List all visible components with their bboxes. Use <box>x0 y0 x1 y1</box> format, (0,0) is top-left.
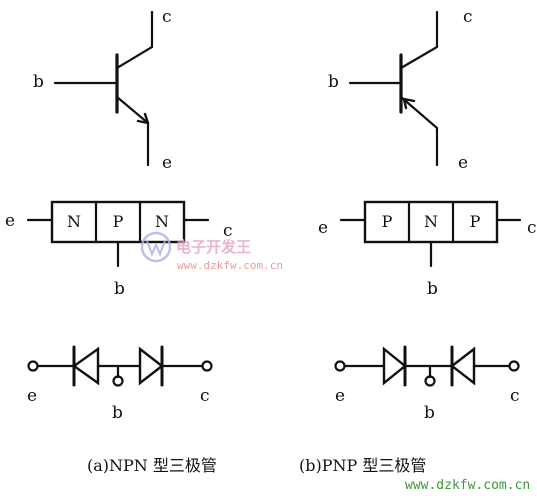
npn-diode-b-terminal <box>112 375 124 387</box>
pnp-diode2-triangle <box>450 346 476 386</box>
npn-diode2-triangle <box>138 346 164 386</box>
npn-block-b-label: b <box>114 279 125 299</box>
npn-block-p-label: P <box>113 212 124 231</box>
pnp-emitter-arrow <box>402 97 416 110</box>
npn-diode-e-terminal <box>27 360 39 372</box>
npn-block-n1-label: N <box>67 212 81 231</box>
npn-symbol-c-label: c <box>162 7 172 27</box>
npn-block-e-label: e <box>5 211 15 231</box>
npn-diode-model <box>27 345 213 387</box>
npn-symbol-e-label: e <box>162 153 172 173</box>
npn-caption: (a)NPN 型三极管 <box>87 456 217 475</box>
pnp-diode1-triangle <box>382 346 407 386</box>
npn-collector-lead <box>115 10 154 70</box>
npn-block <box>26 200 210 268</box>
pnp-block-c-label: c <box>527 218 537 238</box>
pnp-collector-lead <box>399 10 439 70</box>
pnp-block <box>339 200 522 268</box>
pnp-block-p2-label: P <box>470 212 481 231</box>
pnp-diode-e-terminal <box>334 360 346 372</box>
pnp-symbol-b-label: b <box>328 72 339 92</box>
pnp-emitter-lead <box>399 95 439 167</box>
npn-diode-c-label: c <box>200 386 210 406</box>
npn-symbol <box>53 10 154 167</box>
pnp-block-n-label: N <box>424 212 438 231</box>
npn-diode1-triangle <box>71 346 100 386</box>
pnp-diode-model <box>334 345 520 387</box>
pnp-block-p1-label: P <box>382 212 393 231</box>
npn-diode-e-label: e <box>27 386 37 406</box>
npn-block-c-label: c <box>223 221 233 241</box>
pnp-block-b-label: b <box>427 279 438 299</box>
watermark: 电子开发王 www.dzkfw.com.cn <box>140 231 283 272</box>
watermark-url-center: www.dzkfw.com.cn <box>177 259 283 272</box>
pnp-diode-c-terminal <box>508 360 520 372</box>
pnp-caption: (b)PNP 型三极管 <box>299 456 426 475</box>
npn-emitter-arrow <box>136 112 150 125</box>
npn-symbol-b-label: b <box>33 72 44 92</box>
pnp-diode-e-label: e <box>335 386 345 406</box>
pnp-diode-b-label: b <box>424 403 435 423</box>
npn-diode-c-terminal <box>201 360 213 372</box>
pnp-diode-b-terminal <box>424 375 436 387</box>
pnp-symbol-e-label: e <box>458 153 468 173</box>
watermark-logo-text: 电子开发王 <box>176 238 251 256</box>
pnp-block-e-label: e <box>318 218 328 238</box>
npn-emitter-lead <box>115 95 150 167</box>
pnp-diode-c-label: c <box>510 386 520 406</box>
labels: c b e c b e N P N e c b P N P e c b e b … <box>5 7 537 475</box>
watermark-logo-icon <box>140 231 172 263</box>
pnp-symbol <box>348 10 439 167</box>
npn-diode-b-label: b <box>112 403 123 423</box>
pnp-symbol-c-label: c <box>463 7 473 27</box>
npn-block-n2-label: N <box>155 212 169 231</box>
watermark-url-corner: www.dzkfw.com.cn <box>405 478 530 493</box>
